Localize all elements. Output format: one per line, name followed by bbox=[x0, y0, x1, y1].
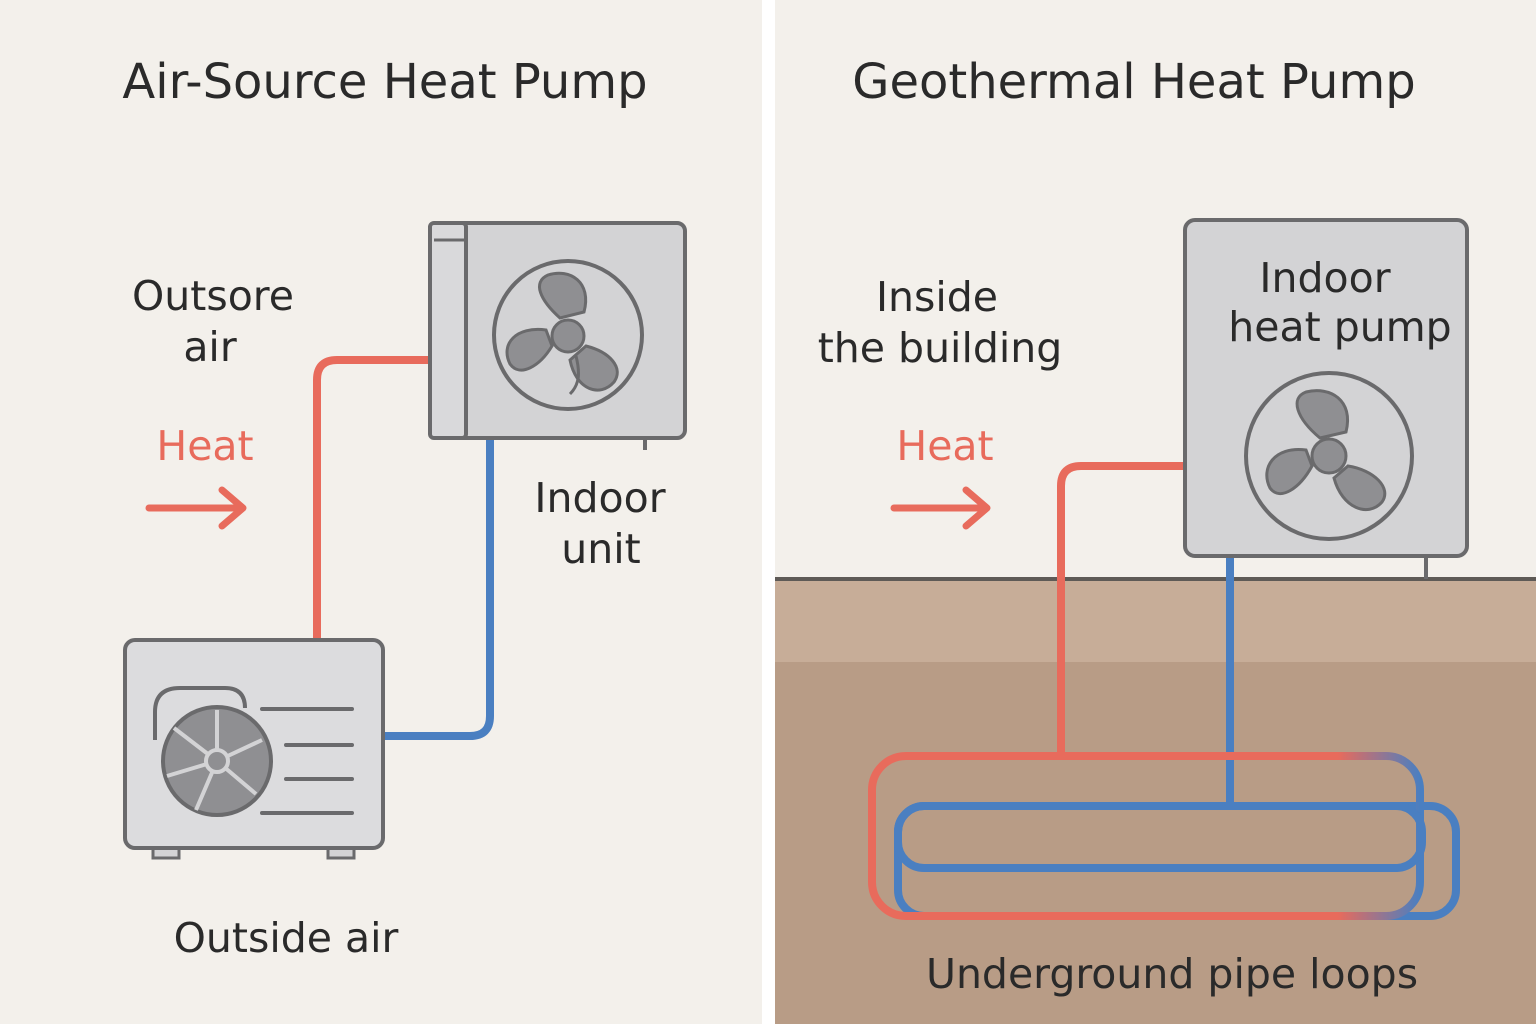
arrow-right-icon bbox=[145, 486, 247, 530]
underground-pipe-loops bbox=[868, 752, 1460, 920]
arrow-right-icon bbox=[890, 486, 991, 530]
right-heat-label: Heat bbox=[896, 422, 993, 470]
indoor-unit bbox=[428, 221, 687, 450]
indoor-unit-label-line2: unit bbox=[561, 525, 640, 573]
underground-pipe-loops-label: Underground pipe loops bbox=[926, 950, 1418, 998]
inside-building-label-line2: the building bbox=[818, 324, 1063, 372]
propeller-fan-icon bbox=[1244, 371, 1414, 541]
propeller-fan-icon bbox=[492, 259, 644, 411]
left-heat-label: Heat bbox=[156, 422, 253, 470]
indoor-heat-pump-label-line1: Indoor bbox=[1259, 254, 1390, 302]
outdoor-air-label-line1: Outsore bbox=[132, 272, 294, 320]
soil-upper-layer bbox=[775, 579, 1536, 664]
hot-pipe-right bbox=[1057, 462, 1186, 752]
left-panel-background bbox=[0, 0, 762, 1024]
cold-pipe-left bbox=[382, 438, 494, 740]
hot-pipe-left bbox=[313, 356, 432, 640]
fan-icon bbox=[161, 705, 273, 817]
indoor-unit-label-line1: Indoor bbox=[534, 474, 665, 522]
right-panel-title: Geothermal Heat Pump bbox=[852, 54, 1415, 110]
outdoor-air-label-line2: air bbox=[183, 323, 237, 371]
panel-divider bbox=[762, 0, 775, 1024]
outside-air-label: Outside air bbox=[174, 914, 399, 962]
inside-building-label-line1: Inside bbox=[876, 273, 998, 321]
left-panel-title: Air-Source Heat Pump bbox=[122, 54, 647, 110]
indoor-heat-pump-label-line2: heat pump bbox=[1228, 303, 1451, 351]
outdoor-unit bbox=[123, 638, 385, 860]
indoor-heat-pump-unit bbox=[1183, 218, 1469, 579]
